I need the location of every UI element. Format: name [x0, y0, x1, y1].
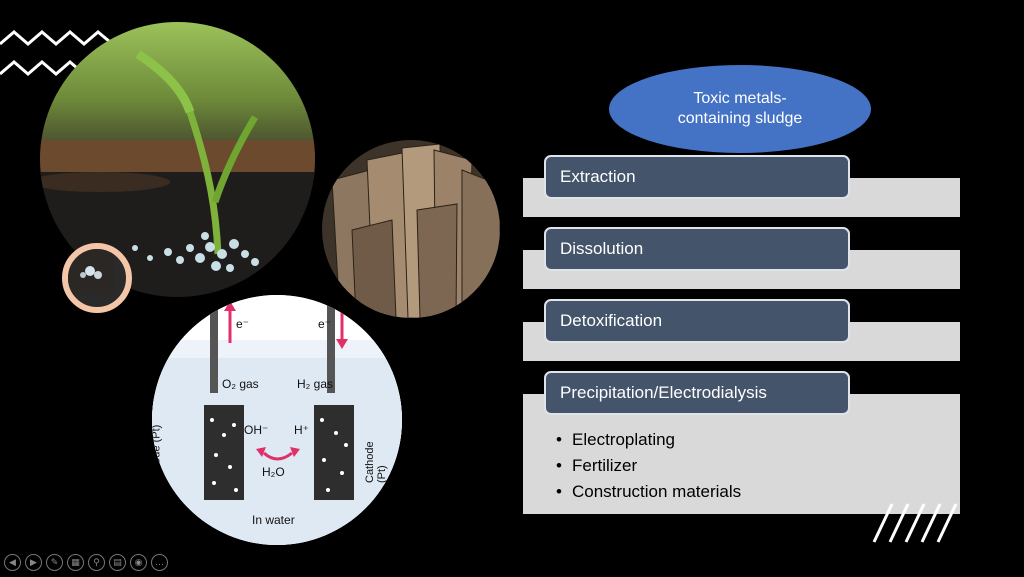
step-detoxification: Detoxification [544, 299, 850, 343]
oval-line-1: Toxic metals- [693, 90, 787, 107]
camera-icon[interactable]: ◉ [130, 554, 147, 571]
next-icon[interactable]: ▶ [25, 554, 42, 571]
zoom-icon[interactable]: ⚲ [88, 554, 105, 571]
more-icon[interactable]: … [151, 554, 168, 571]
prev-icon[interactable]: ◀ [4, 554, 21, 571]
step-extraction: Extraction [544, 155, 850, 199]
step-precipitation: Precipitation/Electrodialysis [544, 371, 850, 415]
pen-icon[interactable]: ✎ [46, 554, 63, 571]
in-water-label: In water [252, 513, 295, 527]
hatch-decoration [872, 503, 958, 543]
toxic-sludge-oval: Toxic metals- containing sludge [609, 65, 871, 153]
electrolysis-diagram: e⁻ e⁻ O₂ gas H₂ gas OH⁻ H⁺ H₂O In water … [152, 295, 402, 545]
anode-label: Anode (Pt) [152, 424, 163, 478]
slides-icon[interactable]: ▦ [67, 554, 84, 571]
fertilizer-thumbnail [62, 243, 132, 313]
step-label: Precipitation/Electrodialysis [560, 383, 767, 402]
oxygen-gas-label: O₂ gas [222, 377, 259, 391]
slideshow-controls: ◀ ▶ ✎ ▦ ⚲ ▤ ◉ … [4, 554, 168, 571]
step-dissolution: Dissolution [544, 227, 850, 271]
uses-list: Electroplating Fertilizer Construction m… [556, 427, 741, 505]
electron-left-label: e⁻ [236, 317, 250, 331]
list-item: Electroplating [556, 427, 741, 453]
step-label: Detoxification [560, 311, 663, 330]
hydroxide-label: OH⁻ [244, 423, 269, 437]
hydrogen-ion-label: H⁺ [294, 423, 309, 437]
construction-boards-photo [322, 140, 500, 318]
list-item: Fertilizer [556, 453, 741, 479]
cathode-label: Cathode (Pt) [364, 441, 388, 483]
subtitles-icon[interactable]: ▤ [109, 554, 126, 571]
list-item: Construction materials [556, 479, 741, 505]
electron-right-label: e⁻ [318, 317, 332, 331]
oval-line-2: containing sludge [677, 110, 803, 127]
water-label: H₂O [262, 465, 285, 479]
step-label: Extraction [560, 167, 636, 186]
step-label: Dissolution [560, 239, 644, 258]
hydrogen-gas-label: H₂ gas [297, 377, 334, 391]
